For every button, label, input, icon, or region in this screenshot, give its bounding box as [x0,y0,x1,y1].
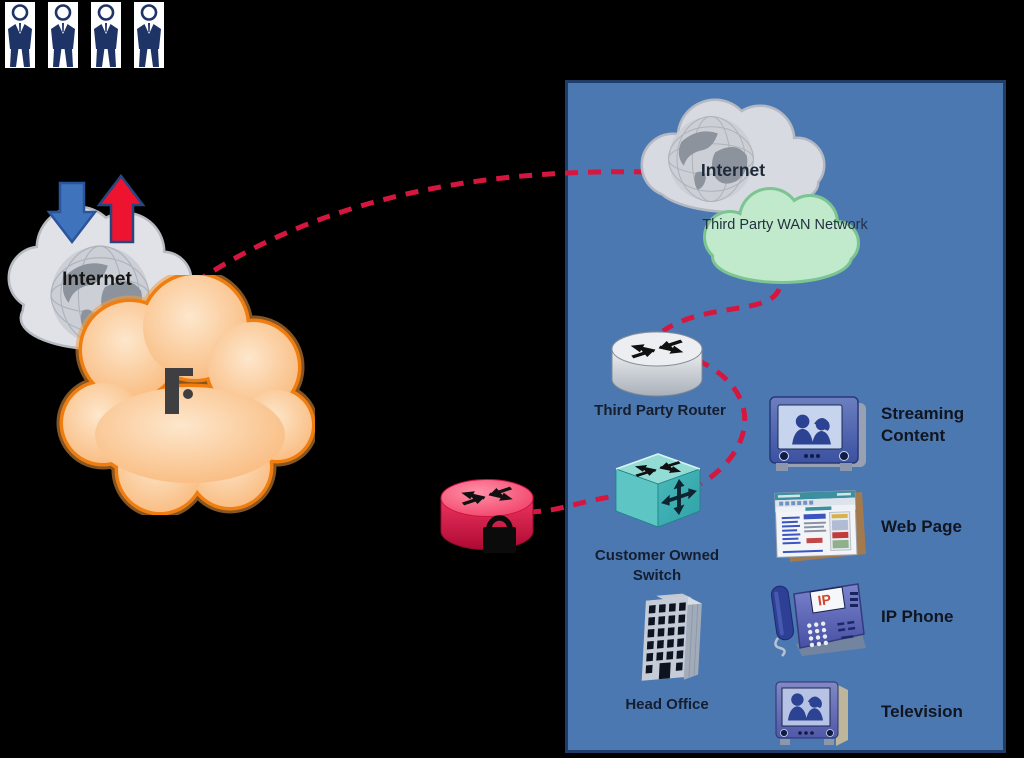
ip-phone-screen-text: IP [817,591,832,609]
user-icon [48,2,78,68]
user-icon [134,2,164,68]
user-icon [5,2,35,68]
customer-switch-label: Customer Owned Switch [594,547,720,584]
wan-cloud-label: Third Party WAN Network [702,217,868,233]
streaming-content-icon [769,396,866,471]
upload-arrow-icon [96,173,146,244]
wan-cloud [703,187,860,284]
streaming-content-label: Streaming Content [881,404,965,446]
download-arrow-icon [46,181,98,245]
secure-router-icon [440,479,534,553]
ip-phone-icon: IP [770,583,866,657]
television-icon [775,681,848,746]
panel-internet-label: Internet [700,160,766,180]
customer-switch-icon [614,453,702,528]
lock-icon [483,515,516,553]
web-page-icon [774,490,866,562]
head-office-label: Head Office [625,696,709,713]
provider-cloud [56,275,315,515]
web-page-label: Web Page [881,517,962,536]
left-internet-label: Internet [62,269,132,290]
user-icon [91,2,121,68]
ip-phone-label: IP Phone [881,607,954,626]
provider-logo-icon [165,368,193,414]
user-group [5,2,164,68]
head-office-icon [641,593,702,681]
television-label: Television [881,702,963,721]
third-party-router-label: Third Party Router [594,402,726,419]
third-party-router-icon [611,331,703,397]
